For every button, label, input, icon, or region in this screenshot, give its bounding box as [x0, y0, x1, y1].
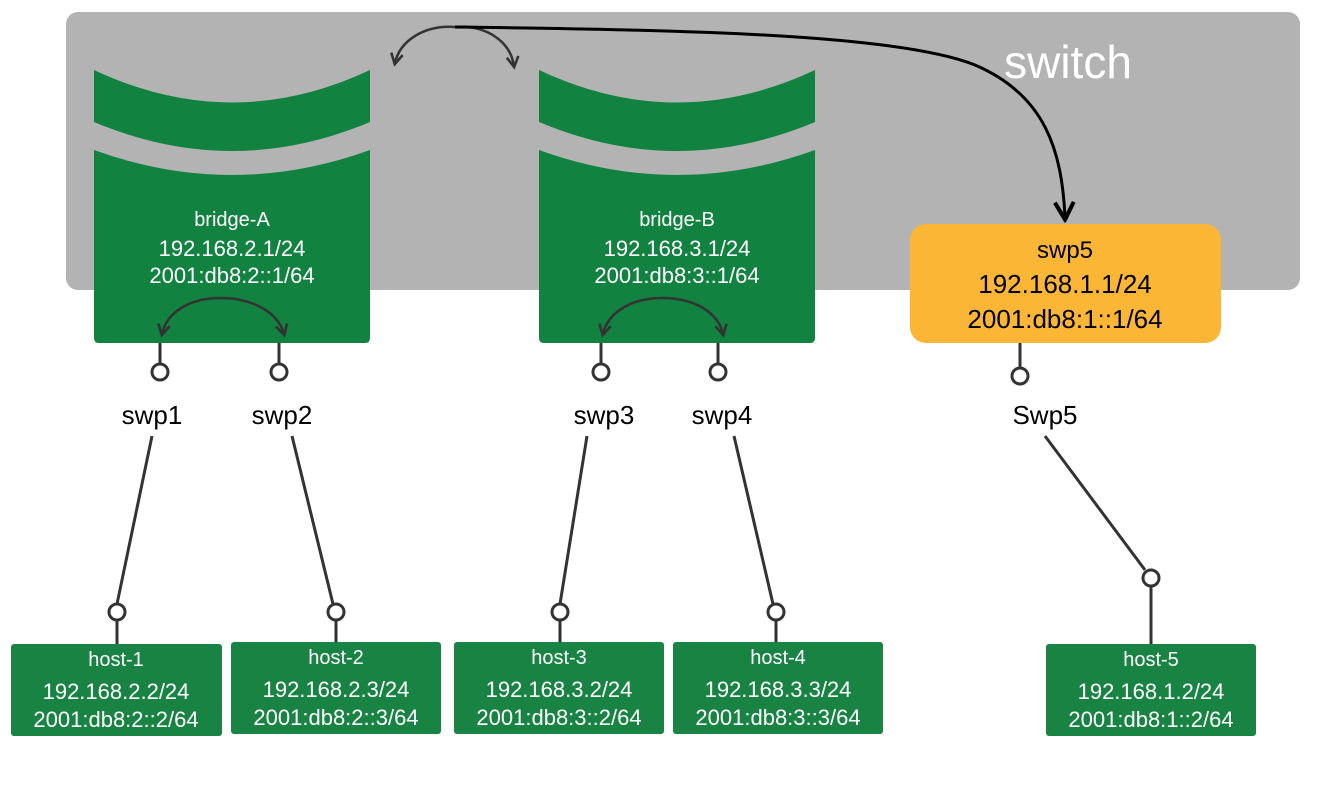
host-5-ipv4: 192.168.1.2/24	[1078, 679, 1225, 704]
host-1-ipv4: 192.168.2.2/24	[43, 679, 190, 704]
bridge-a-ipv4: 192.168.2.1/24	[159, 236, 306, 261]
routed-port-swp5: swp5 192.168.1.1/24 2001:db8:1::1/64	[910, 224, 1221, 343]
host-1-name: host-1	[88, 649, 144, 671]
port-connector-swp5	[1010, 366, 1030, 386]
host-2-ipv6: 2001:db8:2::3/64	[253, 705, 418, 730]
host-3-ipv6: 2001:db8:3::2/64	[476, 705, 641, 730]
host-2: host-2 192.168.2.3/24 2001:db8:2::3/64	[231, 642, 441, 734]
host-connector-3	[550, 602, 570, 622]
host-3: host-3 192.168.3.2/24 2001:db8:3::2/64	[454, 642, 664, 734]
host-2-name: host-2	[308, 647, 364, 669]
bridge-a-internal-arrow-left	[162, 296, 221, 334]
links	[107, 343, 1161, 644]
port-connector-swp2	[269, 362, 289, 382]
bridge-b-top-band	[539, 70, 815, 151]
bridge-link-arrow-left	[395, 25, 456, 63]
host-2-ipv4: 192.168.2.3/24	[263, 677, 410, 702]
port-label-swp5: Swp5	[1012, 400, 1077, 430]
bridge-a-name: bridge-A	[194, 209, 270, 231]
host-4: host-4 192.168.3.3/24 2001:db8:3::3/64	[673, 642, 883, 734]
routed-port-ipv6: 2001:db8:1::1/64	[967, 304, 1162, 334]
bridge-b-internal-arrow-left	[603, 296, 663, 334]
port-connector-swp4	[708, 362, 728, 382]
routed-port-box	[910, 224, 1221, 343]
host-3-ipv4: 192.168.3.2/24	[486, 677, 633, 702]
host-3-name: host-3	[531, 647, 587, 669]
host-connector-1	[107, 602, 127, 622]
bridge-b-ipv4: 192.168.3.1/24	[604, 236, 751, 261]
bridge-a: bridge-A 192.168.2.1/24 2001:db8:2::1/64	[94, 70, 370, 343]
port-label-swp4: swp4	[692, 400, 753, 430]
host-5-ipv6: 2001:db8:1::2/64	[1068, 707, 1233, 732]
host-connector-4	[766, 602, 786, 622]
port-connector-swp1	[150, 362, 170, 382]
bridge-a-top-band	[94, 70, 370, 151]
host-connector-5	[1141, 568, 1161, 588]
port-label-swp3: swp3	[574, 400, 635, 430]
bridge-a-internal-arrow-right	[219, 296, 284, 334]
bridge-b-internal-arrow-right	[661, 296, 723, 334]
bridge-b: bridge-B 192.168.3.1/24 2001:db8:3::1/64	[539, 70, 815, 343]
host-4-ipv4: 192.168.3.3/24	[705, 677, 852, 702]
host-connector-2	[326, 602, 346, 622]
host-1: host-1 192.168.2.2/24 2001:db8:2::2/64	[11, 644, 222, 736]
host-4-ipv6: 2001:db8:3::3/64	[695, 705, 860, 730]
routed-port-name: swp5	[1037, 237, 1093, 264]
switch-area	[66, 12, 1300, 290]
bridge-b-ipv6: 2001:db8:3::1/64	[594, 263, 759, 288]
bridge-b-name: bridge-B	[639, 209, 715, 231]
host-1-ipv6: 2001:db8:2::2/64	[33, 707, 198, 732]
port-label-swp2: swp2	[252, 400, 313, 430]
bridge-a-body	[94, 150, 370, 343]
host-5: host-5 192.168.1.2/24 2001:db8:1::2/64	[1046, 644, 1256, 736]
bridge-a-ipv6: 2001:db8:2::1/64	[149, 263, 314, 288]
routed-port-ipv4: 192.168.1.1/24	[978, 269, 1152, 299]
host-4-name: host-4	[750, 647, 806, 669]
port-connector-swp3	[591, 362, 611, 382]
port-label-swp1: swp1	[122, 400, 183, 430]
bridge-b-body	[539, 150, 815, 343]
host-5-name: host-5	[1123, 649, 1179, 671]
switch-label: switch	[1004, 36, 1132, 88]
route-arrow-to-swp5	[454, 25, 1065, 218]
